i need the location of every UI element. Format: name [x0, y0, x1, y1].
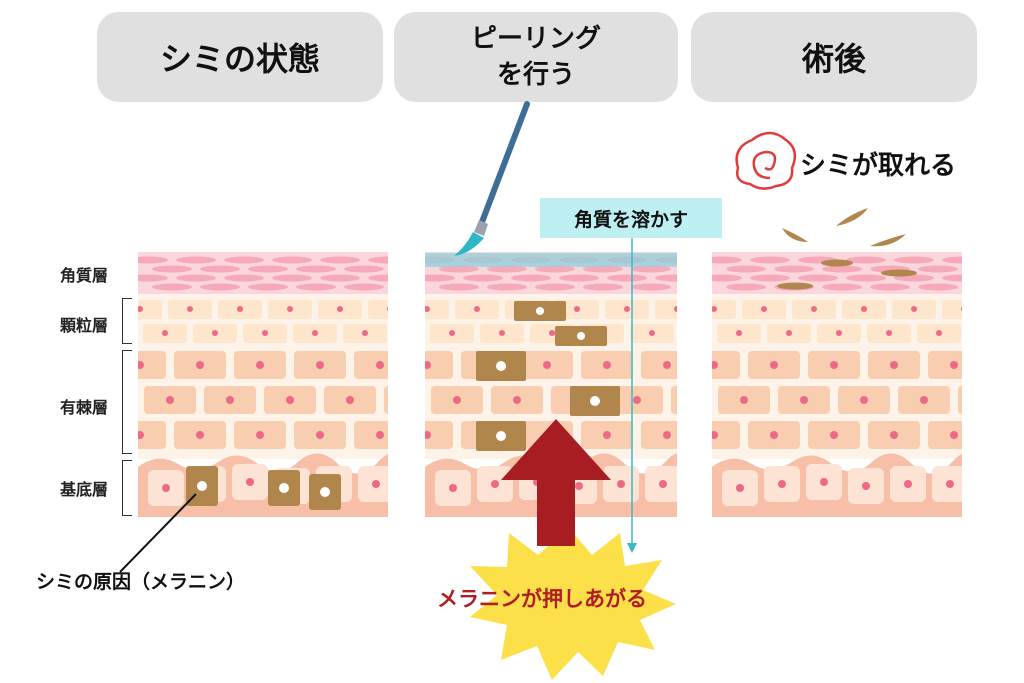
- dissolve-indicator-arrowhead: [627, 543, 637, 553]
- swirl-icon: [735, 131, 797, 190]
- melanin-flakes-lifting: [782, 208, 906, 247]
- panel-before: [138, 252, 388, 517]
- layer-label-granulosum: 顆粒層: [60, 316, 109, 335]
- stain-removed-label: シミが取れる: [800, 151, 957, 181]
- bracket-spinosum: [122, 350, 132, 454]
- layer-label-spinosum: 有棘層: [60, 398, 109, 417]
- stain-cause-leader-line: [119, 493, 197, 573]
- bracket-granulosum: [122, 298, 132, 344]
- step-after-title: 術後: [801, 40, 866, 78]
- step-after-header: 術後: [691, 12, 977, 102]
- bracket-basale: [122, 460, 132, 516]
- panel-after: [712, 252, 962, 517]
- melanin-up-arrow: [501, 419, 611, 546]
- melanin-rising: [476, 301, 620, 451]
- step-peeling-title-line1: ピーリング: [470, 24, 601, 54]
- melanin-flakes-surface: [777, 259, 917, 290]
- peeling-solution-layer: [425, 253, 677, 267]
- layer-label-corneum: 角質層: [60, 266, 109, 285]
- burst-shape: [470, 528, 676, 680]
- step-before-title: シミの状態: [159, 40, 320, 78]
- melanin-deposits-basale: [186, 466, 341, 510]
- step-before-header: シミの状態: [97, 12, 383, 102]
- dissolve-keratin-callout: 角質を溶かす: [540, 198, 722, 238]
- step-peeling-header: ピーリング を行う: [394, 12, 678, 102]
- melanin-pushed-up-label: メラニンが押しあがる: [437, 587, 647, 611]
- brush-icon: [454, 101, 530, 256]
- step-peeling-title-line2: を行う: [496, 60, 575, 90]
- stain-cause-label: シミの原因（メラニン）: [36, 571, 246, 593]
- dissolve-keratin-label: 角質を溶かす: [573, 208, 688, 231]
- panel-peeling: [425, 252, 677, 517]
- layer-label-basale: 基底層: [60, 480, 109, 499]
